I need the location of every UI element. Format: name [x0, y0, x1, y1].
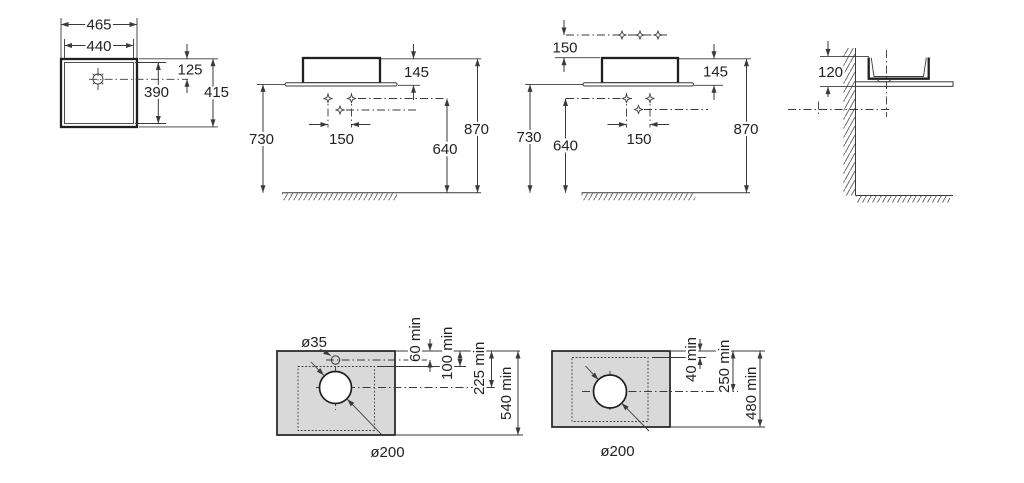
countertop-slab: [582, 82, 694, 87]
drain-hole-200: [592, 374, 628, 409]
dim-225min-label: 225 min: [471, 342, 488, 395]
basin-footprint-dotted: [297, 366, 375, 431]
floor-hatch: [856, 196, 950, 203]
fixing-hole-marker: [622, 94, 631, 103]
extension-lines-elevation-b: [525, 57, 751, 86]
dim-640-label: 640: [432, 141, 457, 158]
dim-100min-label: 100 min: [439, 327, 456, 380]
top-view: 465 440 125 390 415: [59, 14, 231, 129]
dim-640-label: 640: [553, 138, 578, 155]
tap-hole-35: [330, 355, 341, 365]
front-elevation-a: 730 145 640 870 150: [247, 44, 491, 201]
dim-480min-label: 480 min: [743, 367, 760, 420]
wall-tap-hole-marker: [635, 30, 645, 40]
tap-hole-leader: [319, 348, 332, 356]
drain-hole-leader: [310, 361, 384, 437]
dim-120-label: 120: [818, 64, 843, 81]
dim-730-label: 730: [249, 131, 274, 148]
extension-lines-cutout-right: [652, 350, 765, 428]
basin-front-outline: [301, 56, 382, 85]
dim-730-label: 730: [516, 129, 541, 146]
dim-150-label: 150: [329, 131, 354, 148]
drain-hole-label: ø200: [600, 443, 634, 460]
fixing-hole-marker: [645, 94, 655, 103]
basin-inner-rim: [64, 62, 134, 124]
dim-150-holes-label: 150: [626, 131, 651, 148]
floor-hatch: [282, 193, 397, 201]
dim-870-label: 870: [464, 121, 489, 138]
basin-footprint-dotted: [571, 357, 649, 422]
countertop-cutout-left: ø35 ø200 60 min 100 min 225 min 540 min: [276, 315, 523, 463]
dim-125-label: 125: [177, 62, 202, 79]
drain-outlet-marker: [335, 105, 345, 115]
countertop-slab: [855, 81, 954, 87]
fixing-hole-marker: [347, 94, 356, 103]
drain-hole-label: ø200: [370, 444, 404, 461]
side-section-view: 120: [788, 41, 954, 203]
basin-front-outline: [600, 56, 680, 85]
dim-145-label: 145: [703, 64, 728, 81]
dim-250min-label: 250 min: [716, 340, 733, 393]
countertop-slab: [284, 82, 398, 87]
front-elevation-b: 150 730 640 145 870: [514, 20, 761, 201]
dim-40min-label: 40 min: [683, 337, 700, 382]
drain-outlet-marker: [634, 105, 643, 114]
dim-440-label: 440: [86, 38, 111, 55]
dim-145-label: 145: [404, 64, 429, 81]
floor-hatch: [581, 193, 696, 201]
dim-415-label: 415: [204, 84, 229, 101]
drain-fitting: [875, 79, 893, 83]
countertop-cutout-right: ø200 40 min 250 min 480 min: [551, 335, 765, 462]
basin-section-outline: [867, 57, 930, 83]
fixing-hole-marker: [323, 94, 333, 103]
wall-tap-hole-marker: [653, 30, 663, 40]
basin-outline-top-view: [59, 57, 139, 129]
drain-symbol: [92, 68, 104, 90]
tap-hole-label: ø35: [301, 334, 327, 351]
dim-150-tap-label: 150: [552, 40, 577, 57]
wall-hatch: [843, 48, 856, 196]
drain-hole-leader: [585, 365, 650, 432]
dim-60min-label: 60 min: [407, 317, 424, 362]
dim-390-label: 390: [144, 84, 169, 101]
dim-540min-label: 540 min: [498, 367, 515, 420]
drain-hole-200: [318, 370, 353, 405]
wall-tap-hole-marker: [617, 30, 627, 40]
fixing-hole-centerlines-a: [327, 93, 444, 128]
dim-465-label: 465: [86, 17, 111, 34]
dim-870-label: 870: [733, 121, 758, 138]
section-centerlines: [788, 50, 890, 117]
